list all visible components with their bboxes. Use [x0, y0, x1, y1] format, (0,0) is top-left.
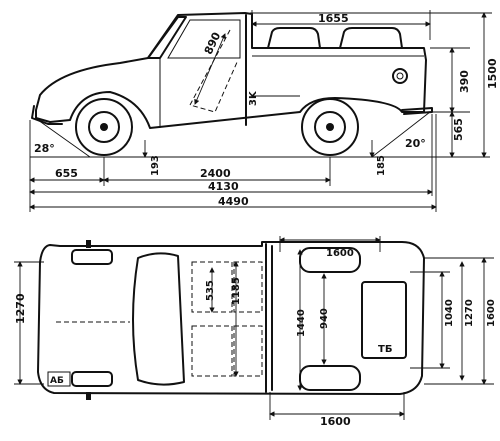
seat-left [191, 261, 233, 313]
width-left-label: 1270 [14, 293, 27, 324]
cargo-length-label: 1655 [318, 12, 349, 25]
battery-label: АБ [50, 376, 64, 386]
seat-width-label: 1185 [231, 277, 242, 305]
bed-rail-rear [339, 27, 403, 49]
vehicle-body-side [35, 12, 427, 129]
side-view: 890 3K 28° 20° 1655 390 [29, 10, 499, 212]
seat-diag-dimension [194, 33, 226, 105]
length-label: 4130 [208, 180, 239, 193]
vehicle-body-top [37, 241, 425, 395]
front-wheel [75, 98, 133, 156]
seat-depth-label: 535 [205, 280, 216, 301]
ground-clearance-label: 193 [150, 155, 161, 176]
cab-windshield [147, 16, 187, 59]
fuel-tank [361, 281, 407, 359]
top-view: ТБ АБ 1270 535 1185 1440 940 1040 1270 1… [14, 236, 497, 428]
overall-width-label: 1600 [486, 299, 497, 327]
left-mirror [86, 240, 91, 248]
front-right-wheel-well [71, 371, 113, 387]
cab-marker-label: 3K [248, 90, 259, 106]
departure-angle-line [371, 111, 431, 158]
bed-rail-front [267, 27, 321, 49]
battery [47, 371, 71, 387]
overall-height-label: 1500 [486, 58, 499, 89]
front-left-wheel-well [71, 249, 113, 265]
rear-clearance-label: 185 [376, 155, 387, 176]
rear-wheel [301, 98, 359, 156]
rear-track-label: 1040 [444, 299, 455, 327]
approach-angle-line [37, 119, 91, 158]
rear-bumper [401, 107, 433, 115]
top-length-label: 1600 [326, 248, 354, 259]
bottom-length-label: 1600 [320, 415, 351, 428]
cargo-width-label: 1440 [296, 309, 307, 337]
fuel-tank-label: ТБ [378, 344, 392, 355]
right-mirror [86, 392, 91, 400]
rear-right-wheel-well [299, 365, 361, 391]
departure-angle-label: 20° [405, 137, 426, 150]
approach-angle-label: 28° [34, 142, 55, 155]
front-overhang-label: 655 [55, 167, 78, 180]
seat-diag-label: 890 [202, 30, 224, 57]
overall-length-label: 4490 [218, 195, 249, 208]
bed-height-label: 390 [458, 70, 471, 93]
width-right-label: 1270 [464, 299, 475, 327]
wheelbase-label: 2400 [200, 167, 231, 180]
seat-right-back [233, 325, 263, 377]
cargo-len-label: 940 [319, 308, 330, 329]
taillight-inner [396, 72, 404, 80]
seat-right [191, 325, 233, 377]
rear-height-label: 565 [452, 118, 465, 141]
windshield-top [132, 252, 185, 386]
taillight [392, 68, 408, 84]
